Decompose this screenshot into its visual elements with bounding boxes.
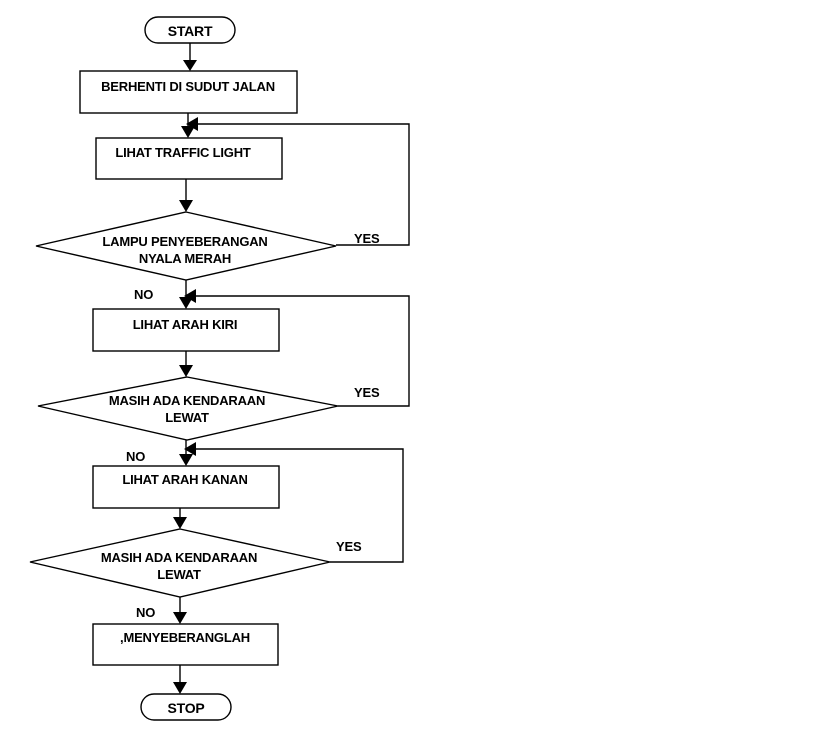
arrowhead — [186, 117, 198, 131]
process-stop-at-corner-label: BERHENTI DI SUDUT JALAN — [101, 79, 275, 94]
no-label: NO — [136, 605, 155, 620]
arrowhead — [179, 454, 193, 466]
process-stop-at-corner — [79, 70, 298, 114]
process-look-right-label: LIHAT ARAH KANAN — [122, 472, 247, 487]
process-look-traffic-light — [95, 137, 283, 180]
arrowhead — [173, 517, 187, 529]
process-look-left-label: LIHAT ARAH KIRI — [133, 317, 238, 332]
yes-label: YES — [336, 539, 362, 554]
loop-yes-vehicle-left — [186, 295, 410, 407]
process-look-left — [92, 308, 280, 352]
decision-vehicle-passing-left-line2: LEWAT — [165, 410, 209, 425]
decision-vehicle-passing-left — [37, 376, 339, 441]
yes-label: YES — [354, 231, 380, 246]
decision-vehicle-passing-right-line2: LEWAT — [157, 567, 201, 582]
start-label: START — [168, 23, 213, 39]
yes-label: YES — [354, 385, 380, 400]
process-look-right — [92, 465, 280, 509]
no-label: NO — [134, 287, 153, 302]
arrowhead — [173, 612, 187, 624]
decision-vehicle-passing-left-line1: MASIH ADA KENDARAAN — [109, 393, 265, 408]
process-cross-label: ,MENYEBERANGLAH — [120, 630, 250, 645]
loop-yes-light-red — [188, 123, 410, 246]
stop-label: STOP — [167, 700, 204, 716]
loop-yes-vehicle-right — [186, 448, 404, 563]
process-cross — [92, 623, 279, 666]
arrowhead — [179, 200, 193, 212]
process-look-traffic-light-label: LIHAT TRAFFIC LIGHT — [115, 145, 251, 160]
arrowhead — [184, 289, 196, 303]
arrowhead — [184, 442, 196, 456]
stop-terminator — [140, 693, 232, 721]
decision-vehicle-passing-right-line1: MASIH ADA KENDARAAN — [101, 550, 257, 565]
arrowhead — [179, 297, 193, 309]
arrowhead — [181, 126, 195, 138]
arrowhead — [179, 365, 193, 377]
no-label: NO — [126, 449, 145, 464]
decision-crossing-light-red-line2: NYALA MERAH — [139, 251, 231, 266]
arrowhead — [183, 60, 197, 71]
arrowhead — [173, 682, 187, 694]
decision-crossing-light-red-line1: LAMPU PENYEBERANGAN — [102, 234, 267, 249]
